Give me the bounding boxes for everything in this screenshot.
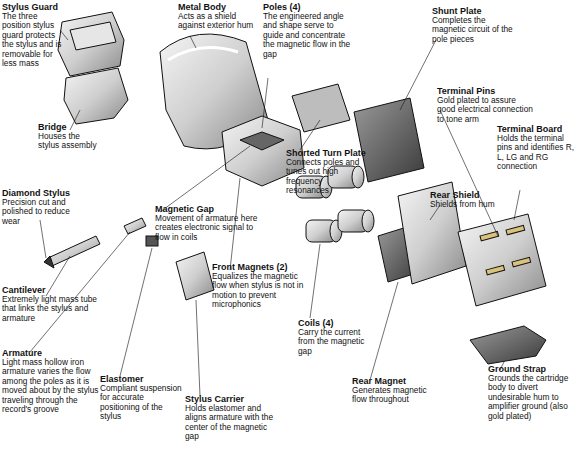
part-name: Elastomer [100, 374, 184, 384]
callout: Magnetic GapMovement of armature here cr… [155, 204, 259, 242]
callout: Poles (4)The engineered angle and shape … [263, 2, 355, 59]
shunt-plate [354, 98, 424, 182]
part-description: Movement of armature here creates electr… [155, 214, 259, 242]
part-description: Holds elastomer and aligns armature with… [185, 404, 281, 442]
terminal-board [458, 214, 546, 306]
part-name: Rear Magnet [352, 376, 430, 386]
part-name: Magnetic Gap [155, 204, 259, 214]
diamond-stylus [44, 256, 54, 268]
part-description: The three position stylus guard protects… [2, 12, 68, 68]
pole-gap [240, 132, 284, 150]
part-description: Acts as a shield against exterior hum [178, 12, 262, 31]
callout: Front Magnets (2)Equalizes the magnetic … [212, 262, 304, 310]
stylus-guard-face [70, 22, 116, 50]
callout: Shorted Turn PlateConnects poles and tun… [286, 148, 366, 196]
part-name: Shorted Turn Plate [286, 148, 366, 158]
armature [124, 218, 146, 234]
part-description: Light mass hollow iron armature varies t… [2, 358, 106, 414]
part-name: Diamond Stylus [2, 188, 88, 198]
part-description: Shields from hum [430, 200, 502, 209]
highlight [168, 48, 238, 61]
part-description: Grounds the cartridge body to divert und… [488, 374, 576, 421]
part-description: Precision cut and polished to reduce wea… [2, 198, 88, 226]
callout: Ground StrapGrounds the cartridge body t… [488, 364, 576, 421]
callout: Rear MagnetGenerates magnetic flow throu… [352, 376, 430, 405]
callout: BridgeHouses the stylus assembly [38, 122, 102, 151]
stylus-guard [58, 12, 124, 76]
part-description: Extremely light mass tube that links the… [2, 295, 100, 323]
part-description: Compliant suspension for accurate positi… [100, 384, 184, 422]
callout: Coils (4)Carry the current from the magn… [298, 318, 372, 356]
callout: Terminal BoardHolds the terminal pins an… [497, 124, 577, 172]
part-name: Terminal Board [497, 124, 577, 134]
ground-strap [470, 326, 546, 364]
callout: ElastomerCompliant suspension for accura… [100, 374, 184, 422]
part-name: Stylus Carrier [185, 394, 281, 404]
terminal-pins [480, 225, 531, 274]
part-name: Terminal Pins [437, 86, 533, 96]
part-name: Metal Body [178, 2, 262, 12]
part-name: Stylus Guard [2, 2, 68, 12]
callout: Stylus CarrierHolds elastomer and aligns… [185, 394, 281, 442]
part-description: Gold plated to assure good electrical co… [437, 96, 533, 124]
part-name: Bridge [38, 122, 102, 132]
callout: Rear ShieldShields from hum [430, 190, 502, 209]
callout: Diamond StylusPrecision cut and polished… [2, 188, 88, 226]
callout: Terminal PinsGold plated to assure good … [437, 86, 533, 124]
part-name: Shunt Plate [432, 6, 520, 16]
part-name: Poles (4) [263, 2, 355, 12]
part-description: Holds the terminal pins and identifies R… [497, 134, 577, 172]
shorted-turn-plate [292, 84, 350, 132]
bridge [64, 68, 128, 124]
part-name: Armature [2, 348, 106, 358]
part-description: The engineered angle and shape serve to … [263, 12, 355, 59]
part-name: Coils (4) [298, 318, 372, 328]
part-description: Connects poles and tunes out high freque… [286, 158, 366, 196]
part-name: Ground Strap [488, 364, 576, 374]
part-name: Rear Shield [430, 190, 502, 200]
part-name: Cantilever [2, 285, 100, 295]
cantilever [48, 236, 100, 266]
callout: ArmatureLight mass hollow iron armature … [2, 348, 106, 414]
part-description: Carry the current from the magnetic gap [298, 328, 372, 356]
part-name: Front Magnets (2) [212, 262, 304, 272]
callout: CantileverExtremely light mass tube that… [2, 285, 100, 323]
callout: Stylus GuardThe three position stylus gu… [2, 2, 68, 68]
part-description: Equalizes the magnetic flow when stylus … [212, 272, 304, 310]
part-description: Completes the magnetic circuit of the po… [432, 16, 520, 44]
leader-lines [30, 30, 520, 396]
callout: Metal BodyActs as a shield against exter… [178, 2, 262, 31]
part-description: Houses the stylus assembly [38, 132, 102, 151]
stylus-carrier [176, 252, 214, 300]
callout: Shunt PlateCompletes the magnetic circui… [432, 6, 520, 44]
part-description: Generates magnetic flow throughout [352, 386, 430, 405]
